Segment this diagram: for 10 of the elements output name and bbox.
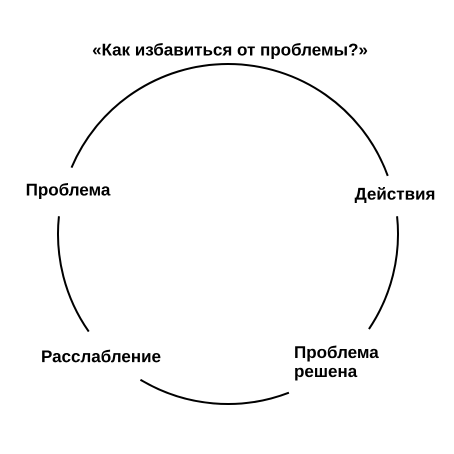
cycle-arc xyxy=(228,63,389,176)
cycle-stage-label: Проблема xyxy=(26,183,110,199)
cycle-stage-label: Проблема решена xyxy=(295,346,379,380)
cycle-arc xyxy=(70,63,228,168)
cycle-stage-label: Действия xyxy=(354,186,434,204)
cycle-arc xyxy=(140,378,290,405)
cycle-stage-label: «Как избавиться от проблемы?» xyxy=(92,43,368,59)
cycle-stage-label: Расслабление xyxy=(42,350,160,362)
cycle-arc xyxy=(368,216,399,330)
cycle-arc xyxy=(57,216,90,332)
